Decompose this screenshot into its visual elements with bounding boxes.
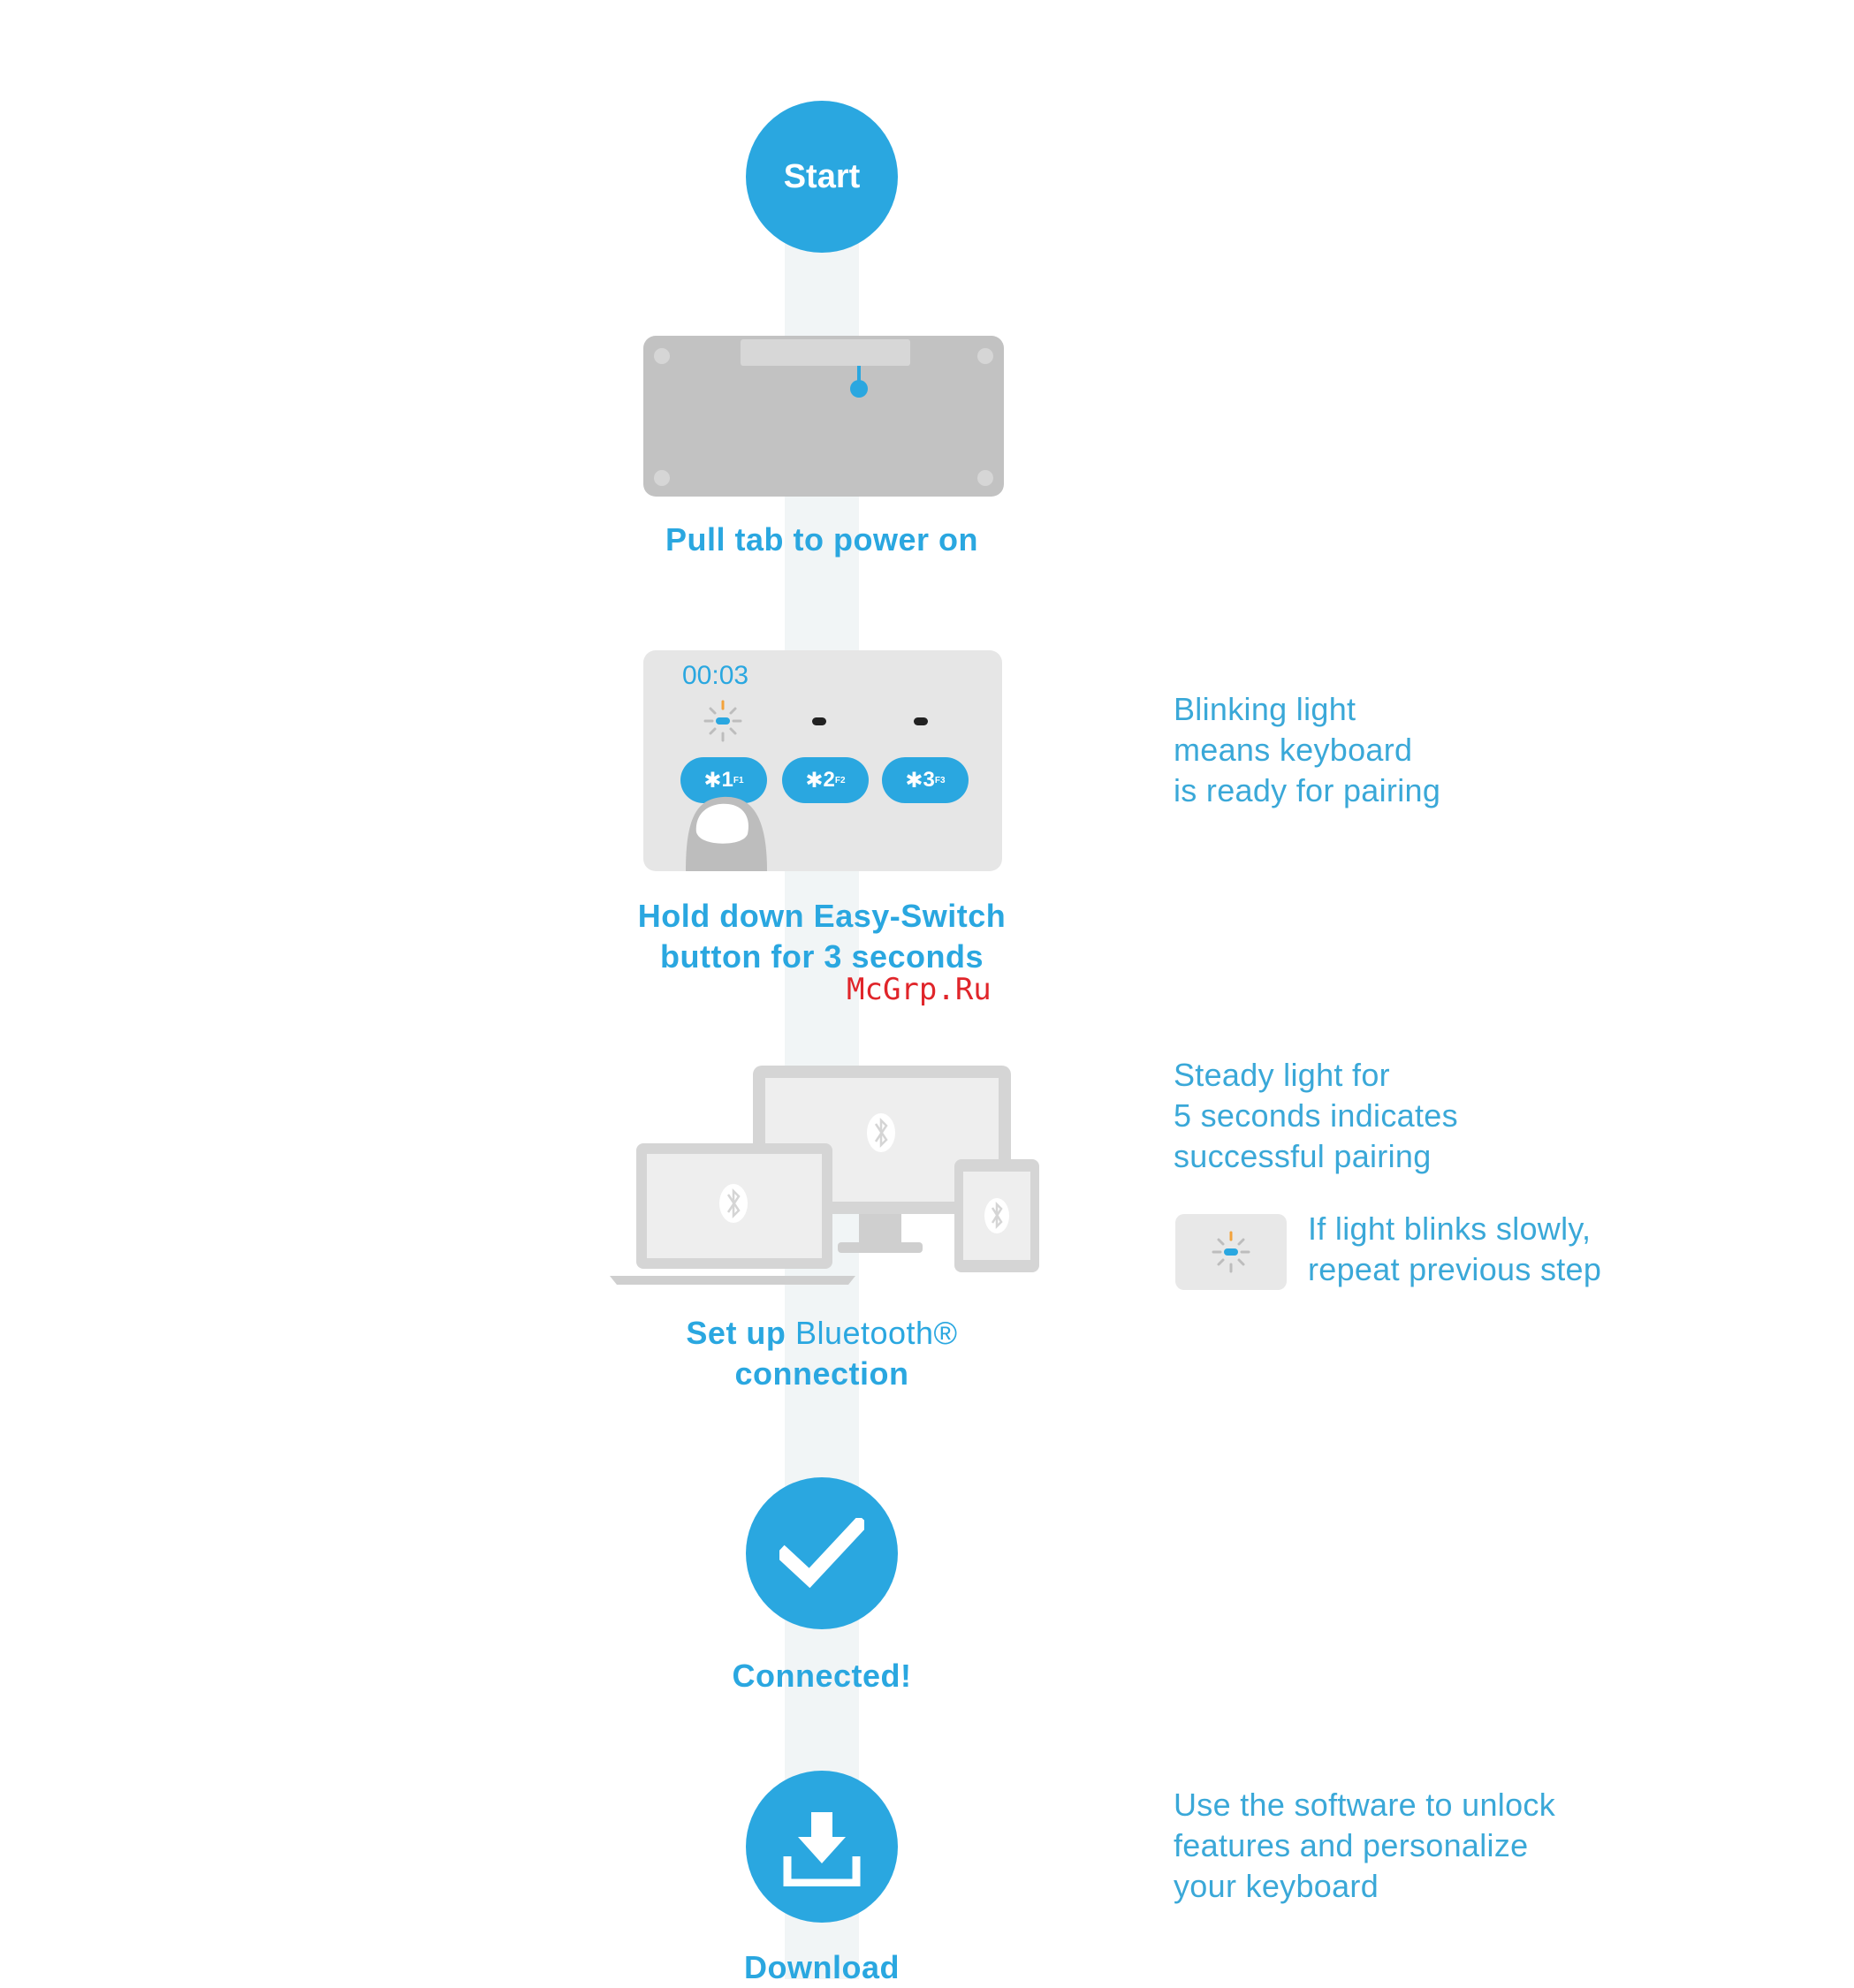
button-2-fkey: F2 (834, 775, 846, 785)
button-3-fkey: F3 (934, 775, 946, 785)
step-setup-label: Set up Bluetooth® connection (530, 1313, 1113, 1394)
bluetooth-icon (867, 1113, 895, 1152)
download-circle (746, 1771, 898, 1923)
note-blinking-line: is ready for pairing (1174, 772, 1441, 808)
slow-blink-panel (1175, 1214, 1287, 1290)
step-setup-bold: Set up (686, 1315, 786, 1351)
watermark: McGrp.Ru (847, 972, 992, 1007)
finger-icon (686, 796, 767, 871)
pull-tab-icon (850, 366, 868, 398)
note-software-line: Use the software to unlock (1174, 1787, 1556, 1823)
step-hold-label: Hold down Easy-Switch button for 3 secon… (530, 896, 1113, 977)
step-setup-bluetooth: Bluetooth® (794, 1315, 958, 1351)
start-circle: Start (746, 101, 898, 253)
bluetooth-icon: ✱ (805, 768, 824, 793)
button-2-number: 2 (823, 768, 835, 792)
note-steady-line: successful pairing (1174, 1138, 1432, 1174)
note-software-line: your keyboard (1174, 1868, 1379, 1904)
devices-illustration (610, 1066, 1039, 1285)
timer-readout: 00:03 (682, 661, 749, 690)
note-software-line: features and personalize (1174, 1827, 1529, 1863)
step-hold-label-line2: button for 3 seconds (659, 938, 984, 975)
keyboard-foot (654, 470, 670, 486)
button-1-number: 1 (721, 768, 733, 792)
connected-circle (746, 1477, 898, 1629)
note-steady-line: 5 seconds indicates (1174, 1097, 1458, 1134)
keyboard-pull-tab-illustration (643, 336, 1004, 497)
keyboard-foot (654, 348, 670, 364)
note-blinking-line: Blinking light (1174, 691, 1356, 727)
note-software: Use the software to unlock features and … (1174, 1785, 1555, 1907)
checkmark-icon (779, 1518, 864, 1589)
blink-light-icon (1212, 1231, 1250, 1273)
download-icon (783, 1812, 861, 1886)
step-setup-line2: connection (734, 1355, 909, 1392)
keyboard-foot (977, 348, 993, 364)
button-1-fkey: F1 (733, 775, 744, 785)
channel-3-led (914, 717, 928, 725)
channel-2-led (812, 717, 826, 725)
bluetooth-icon (719, 1184, 748, 1223)
step-download-label: Download (744, 1949, 900, 1985)
note-steady-line: Steady light for (1174, 1057, 1390, 1093)
keyboard-foot (977, 470, 993, 486)
step-hold-label-line1: Hold down Easy-Switch (637, 898, 1007, 934)
bluetooth-icon: ✱ (905, 768, 923, 793)
step-power-label: Pull tab to power on (665, 521, 978, 558)
note-slow-line: If light blinks slowly, (1308, 1210, 1592, 1247)
blink-light-icon (703, 700, 742, 742)
note-steady: Steady light for 5 seconds indicates suc… (1174, 1055, 1458, 1177)
note-slow-blink: If light blinks slowly, repeat previous … (1308, 1209, 1601, 1290)
note-blinking: Blinking light means keyboard is ready f… (1174, 689, 1440, 811)
bluetooth-icon: ✱ (703, 768, 722, 793)
start-label: Start (783, 157, 861, 195)
note-slow-line: repeat previous step (1308, 1251, 1602, 1287)
step-connected-label: Connected! (732, 1658, 912, 1694)
bluetooth-icon (984, 1198, 1009, 1233)
battery-pull-tab (741, 339, 910, 366)
note-blinking-line: means keyboard (1174, 732, 1413, 768)
button-3-number: 3 (923, 768, 935, 792)
